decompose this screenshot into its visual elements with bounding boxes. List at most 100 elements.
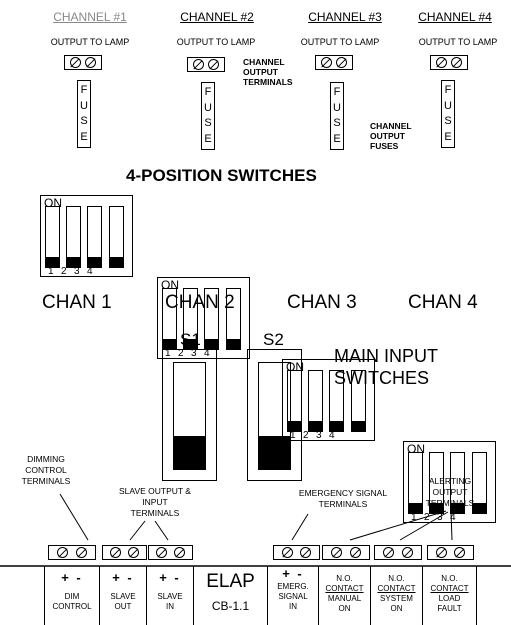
dip-knob bbox=[184, 339, 197, 349]
dimming-leader-line bbox=[59, 493, 89, 541]
dip-knob bbox=[88, 257, 101, 267]
caption-line: IN bbox=[289, 602, 297, 611]
chan-1-label: CHAN 1 bbox=[42, 292, 112, 313]
caption-line: ON bbox=[390, 604, 403, 613]
main-input-switches-label: MAIN INPUT SWITCHES bbox=[334, 345, 438, 389]
brand-model: CB-1.1 bbox=[211, 599, 250, 613]
screw-terminal-icon bbox=[350, 547, 361, 558]
dip-number: 2 bbox=[424, 512, 430, 523]
callout-line: OUTPUT bbox=[370, 131, 405, 141]
dip-toggle-1[interactable] bbox=[45, 206, 60, 268]
fuse-letter: S bbox=[204, 117, 212, 130]
main-switch-knob bbox=[174, 436, 205, 469]
polarity-label: + - bbox=[159, 570, 181, 585]
dip-number: 4 bbox=[204, 348, 210, 359]
dip-knob bbox=[352, 421, 365, 431]
dip-toggle-4[interactable] bbox=[472, 452, 487, 514]
dip-knob bbox=[473, 503, 486, 513]
channel-3-output-label: OUTPUT TO LAMP bbox=[300, 37, 380, 47]
slave-terminals-label: SLAVE OUTPUT & INPUT TERMINALS bbox=[100, 486, 210, 519]
manual-on-terminal bbox=[322, 545, 370, 560]
caption-line: MANUAL bbox=[327, 594, 362, 603]
main-switch-s1[interactable] bbox=[162, 349, 217, 481]
dip-toggle-2[interactable] bbox=[308, 370, 323, 432]
dip-switch-chan-2[interactable]: ON 1 2 3 4 bbox=[157, 277, 250, 359]
alerting-output-terminals-label: ALERTING OUTPUT TERMINALS bbox=[410, 476, 490, 509]
callout-line: CHANNEL bbox=[370, 121, 412, 131]
screw-terminal-icon bbox=[331, 547, 342, 558]
label-line: TERMINALS bbox=[318, 499, 368, 509]
dip-toggle-2[interactable] bbox=[66, 206, 81, 268]
label-line: TERMINALS bbox=[130, 508, 180, 518]
caption-line: CONTACT bbox=[377, 584, 416, 593]
cell-caption: N.O. CONTACT LOAD FAULT bbox=[423, 574, 476, 614]
caption-line: ON bbox=[338, 604, 351, 613]
dip-number: 3 bbox=[191, 348, 197, 359]
four-position-switches-title: 4-POSITION SWITCHES bbox=[126, 166, 317, 185]
emergency-signal-terminals-label: EMERGENCY SIGNAL TERMINALS bbox=[278, 488, 408, 510]
dip-knob bbox=[288, 421, 301, 431]
main-label-line: MAIN INPUT bbox=[334, 346, 439, 366]
callout-line: TERMINALS bbox=[243, 77, 293, 87]
main-switch-s2[interactable] bbox=[247, 349, 302, 481]
callout-line: CHANNEL bbox=[243, 57, 285, 67]
caption-line: LOAD bbox=[438, 594, 461, 603]
dip-number: 1 bbox=[48, 266, 54, 277]
label-line: INPUT bbox=[142, 497, 168, 507]
fuse-letter: U bbox=[204, 101, 212, 114]
emergency-signal-terminal bbox=[273, 545, 320, 560]
dip-knob bbox=[309, 421, 322, 431]
callout-line: FUSES bbox=[370, 141, 399, 151]
fuse-letter: S bbox=[333, 117, 341, 130]
caption-line: DIM bbox=[64, 592, 80, 601]
screw-terminal-icon bbox=[208, 59, 220, 70]
label-line: TERMINALS bbox=[425, 498, 475, 508]
dip-toggle-1[interactable] bbox=[408, 452, 423, 514]
dip-knob bbox=[163, 339, 176, 349]
dip-switch-chan-1[interactable]: ON 1 2 3 4 bbox=[40, 195, 133, 277]
dip-number: 4 bbox=[87, 266, 93, 277]
label-line: TERMINALS bbox=[21, 476, 71, 486]
main-switch-s1-slot[interactable] bbox=[173, 362, 206, 470]
main-switch-s2-slot[interactable] bbox=[258, 362, 291, 470]
chan-3-label: CHAN 3 bbox=[287, 292, 357, 313]
caption-line: EMERG. bbox=[277, 582, 309, 591]
label-line: OUTPUT bbox=[432, 487, 468, 497]
channel-output-fuses-callout: CHANNEL OUTPUT FUSES bbox=[370, 121, 412, 151]
dip-number: 2 bbox=[303, 430, 309, 441]
fuse-letter: E bbox=[333, 132, 341, 145]
dip-toggle-4[interactable] bbox=[351, 370, 366, 432]
manual-on-cell: N.O. CONTACT MANUAL ON bbox=[318, 566, 370, 625]
label-line: CONTROL bbox=[25, 465, 67, 475]
slave-out-terminal bbox=[102, 545, 147, 560]
dip-switch-chan-4[interactable]: ON 1 2 3 4 bbox=[403, 441, 496, 523]
caption-line: SIGNAL bbox=[278, 592, 308, 601]
dip-toggle-3[interactable] bbox=[450, 452, 465, 514]
dimming-control-terminals-label: DIMMING CONTROL TERMINALS bbox=[10, 454, 82, 487]
dip-number: 4 bbox=[329, 430, 335, 441]
dip-knob bbox=[430, 503, 443, 513]
screw-terminal-icon bbox=[110, 547, 121, 558]
dip-toggle-3[interactable] bbox=[329, 370, 344, 432]
fuse-letter: F bbox=[204, 86, 212, 99]
dip-number: 1 bbox=[165, 348, 171, 359]
system-on-terminal bbox=[374, 545, 422, 560]
screw-terminal-icon bbox=[174, 547, 185, 558]
channel-2-output-terminal bbox=[187, 57, 225, 72]
dip-knob bbox=[409, 503, 422, 513]
cell-caption: SLAVE OUT bbox=[100, 592, 146, 612]
screw-terminal-icon bbox=[451, 57, 463, 68]
dip-toggle-3[interactable] bbox=[87, 206, 102, 268]
slave-out-leader-line bbox=[129, 520, 146, 541]
caption-line: CONTACT bbox=[430, 584, 469, 593]
dip-knob bbox=[205, 339, 218, 349]
screw-terminal-icon bbox=[402, 547, 413, 558]
fuse-letter: U bbox=[444, 99, 452, 112]
caption-line: N.O. bbox=[441, 574, 458, 583]
dim-control-cell: + - DIM CONTROL bbox=[44, 566, 99, 625]
cell-caption: N.O. CONTACT MANUAL ON bbox=[319, 574, 370, 614]
screw-terminal-icon bbox=[192, 59, 204, 70]
dip-toggle-4[interactable] bbox=[226, 288, 241, 350]
dip-toggle-4[interactable] bbox=[109, 206, 124, 268]
